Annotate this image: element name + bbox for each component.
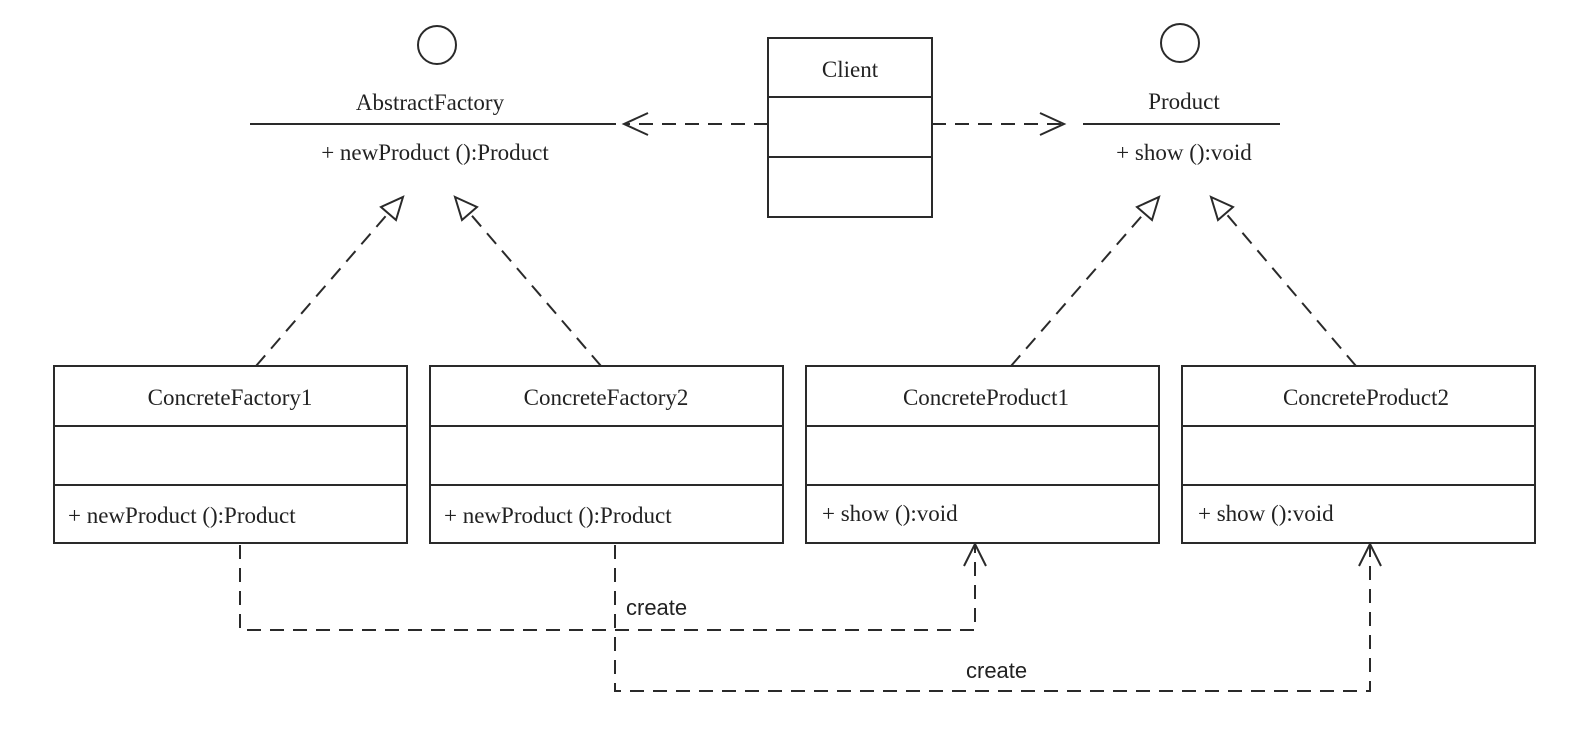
- create-label: create: [626, 595, 687, 620]
- class-box: [429, 365, 784, 544]
- class-operation: + newProduct ():Product: [444, 503, 672, 528]
- class-name: ConcreteProduct1: [903, 385, 1069, 410]
- class-operation: + show ():void: [822, 501, 958, 526]
- abstract-factory-operation: + newProduct ():Product: [321, 140, 549, 165]
- concrete-product-1-class[interactable]: ConcreteProduct1 + show ():void: [805, 365, 1160, 544]
- product2-realizes-product: [1209, 195, 1357, 367]
- product-name: Product: [1148, 89, 1220, 114]
- product-interface[interactable]: Product + show ():void: [1083, 23, 1280, 165]
- abstract-factory-interface[interactable]: AbstractFactory + newProduct ():Product: [250, 25, 616, 165]
- realization-line: [1010, 209, 1148, 367]
- hollow-triangle-icon: [1135, 195, 1161, 222]
- class-name: ConcreteFactory2: [524, 385, 689, 410]
- concrete-factory-1-class[interactable]: ConcreteFactory1 + newProduct ():Product: [53, 365, 408, 544]
- create-dependency-line: [239, 545, 976, 631]
- create-label: create: [966, 658, 1027, 683]
- product-operation: + show ():void: [1116, 140, 1252, 165]
- product1-realizes-product: [1010, 195, 1161, 367]
- realization-line: [466, 209, 602, 367]
- class-name: ConcreteProduct2: [1283, 385, 1449, 410]
- client-to-abstract-factory-dependency: [621, 112, 768, 136]
- open-arrowhead-icon: [1358, 541, 1382, 567]
- product-interface-icon: [1160, 23, 1200, 63]
- class-name: ConcreteFactory1: [148, 385, 313, 410]
- hollow-triangle-icon: [379, 195, 405, 222]
- concrete-product-2-class[interactable]: ConcreteProduct2 + show ():void: [1181, 365, 1536, 544]
- abstract-factory-interface-icon: [417, 25, 457, 65]
- client-class-box: [767, 37, 933, 218]
- abstract-factory-name: AbstractFactory: [356, 90, 505, 115]
- factory1-creates-product1: create: [239, 541, 987, 631]
- factory1-realizes-abstract-factory: [255, 195, 405, 367]
- open-arrowhead-icon: [963, 541, 987, 567]
- concrete-factory-2-class[interactable]: ConcreteFactory2 + newProduct ():Product: [429, 365, 784, 544]
- client-to-product-dependency: [932, 112, 1067, 136]
- client-class[interactable]: Client: [767, 37, 933, 218]
- class-operation: + newProduct ():Product: [68, 503, 296, 528]
- open-arrowhead-icon: [621, 112, 649, 136]
- class-operation: + show ():void: [1198, 501, 1334, 526]
- client-name: Client: [822, 57, 879, 82]
- factory2-realizes-abstract-factory: [453, 195, 602, 367]
- hollow-triangle-icon: [1209, 195, 1235, 222]
- class-box: [1181, 365, 1536, 544]
- class-box: [53, 365, 408, 544]
- factory2-creates-product2: create: [614, 541, 1382, 692]
- open-arrowhead-icon: [1039, 112, 1067, 136]
- create-dependency-line: [614, 545, 1371, 692]
- hollow-triangle-icon: [453, 195, 479, 222]
- realization-line: [1222, 209, 1357, 367]
- realization-line: [255, 209, 392, 367]
- class-box: [805, 365, 1160, 544]
